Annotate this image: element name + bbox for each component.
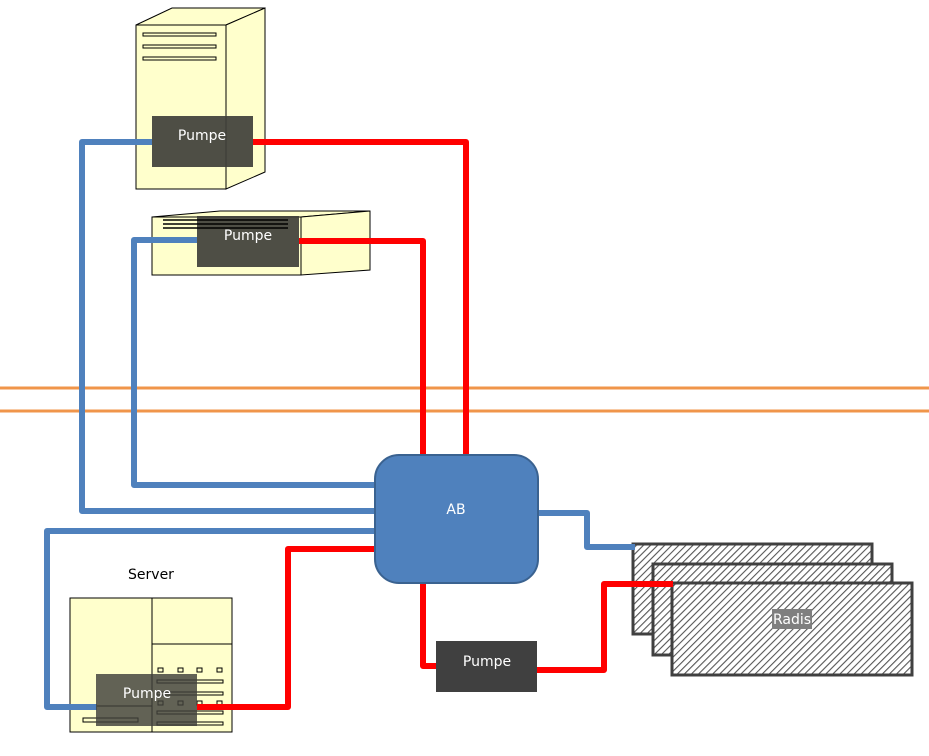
tower-pump-label: Pumpe xyxy=(178,128,226,144)
return-pipe-tower xyxy=(79,139,376,514)
supply-pipe-server xyxy=(197,546,376,710)
server-pump-label: Pumpe xyxy=(123,686,171,702)
radiator: Radis xyxy=(631,542,914,677)
server-pump: Pumpe xyxy=(96,674,197,726)
supply-pipe-desktop xyxy=(299,238,426,456)
hub-label: AB xyxy=(446,502,465,518)
hub-ab: AB xyxy=(374,454,539,584)
radiator-label: Radis xyxy=(773,612,811,628)
return-pipe-radiator xyxy=(538,510,635,550)
return-pipe-desktop xyxy=(131,237,376,488)
supply-pipe-hub-to-pump xyxy=(420,583,438,669)
return-pipe-server xyxy=(44,528,376,710)
tower-pump: Pumpe xyxy=(152,116,253,167)
supply-pipe-pump-to-radiator xyxy=(537,581,673,673)
main-pump-label: Pumpe xyxy=(463,654,511,670)
desktop-pump-label: Pumpe xyxy=(224,228,272,244)
main-pump: Pumpe xyxy=(436,641,537,692)
desktop-pump: Pumpe xyxy=(163,216,299,267)
supply-pipe-tower xyxy=(253,139,469,456)
server-title: Server xyxy=(128,567,174,583)
